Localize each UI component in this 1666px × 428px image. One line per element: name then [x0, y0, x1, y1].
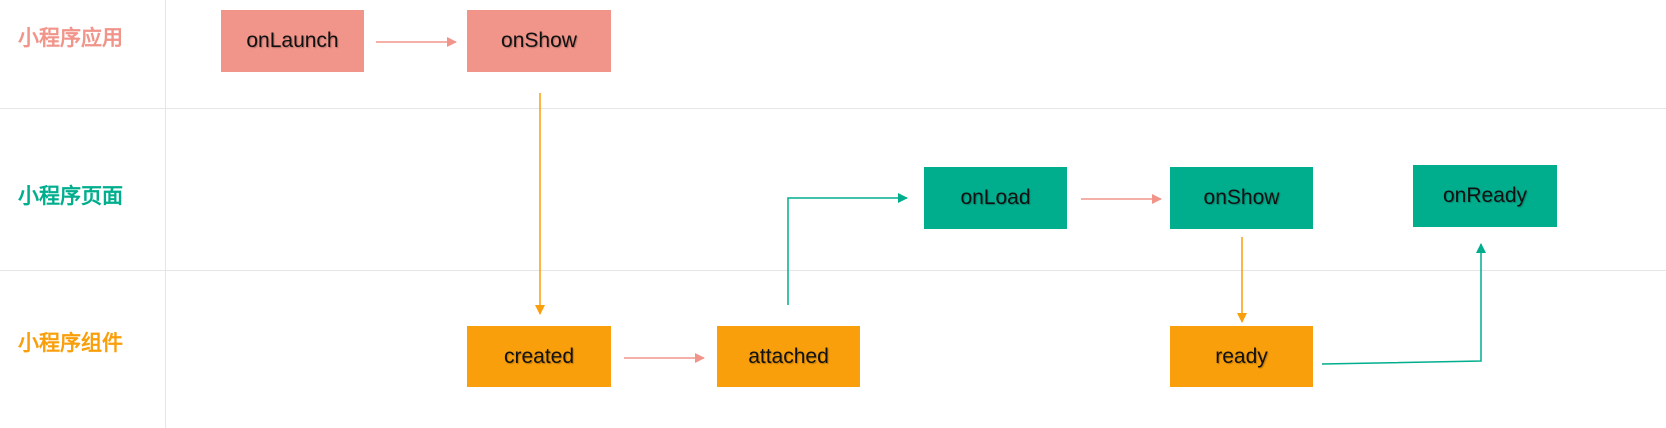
node-page-onready: onReady [1413, 165, 1557, 227]
lane-divider-page-component [0, 270, 1666, 271]
lane-label-divider [165, 0, 166, 428]
lane-label-page: 小程序页面 [18, 184, 123, 208]
node-component-attached: attached [717, 326, 860, 387]
lane-label-component: 小程序组件 [18, 331, 123, 355]
lane-divider-app-page [0, 108, 1666, 109]
lane-label-app: 小程序应用 [18, 26, 123, 50]
node-component-created: created [467, 326, 611, 387]
arrow-ready-to-onready [1321, 243, 1486, 365]
node-page-onload: onLoad [924, 167, 1067, 229]
node-page-onshow: onShow [1170, 167, 1313, 229]
node-app-onshow: onShow [467, 10, 611, 72]
node-app-onlaunch: onLaunch [221, 10, 364, 72]
node-component-ready: ready [1170, 326, 1313, 387]
arrow-attached-to-onload [787, 193, 908, 305]
